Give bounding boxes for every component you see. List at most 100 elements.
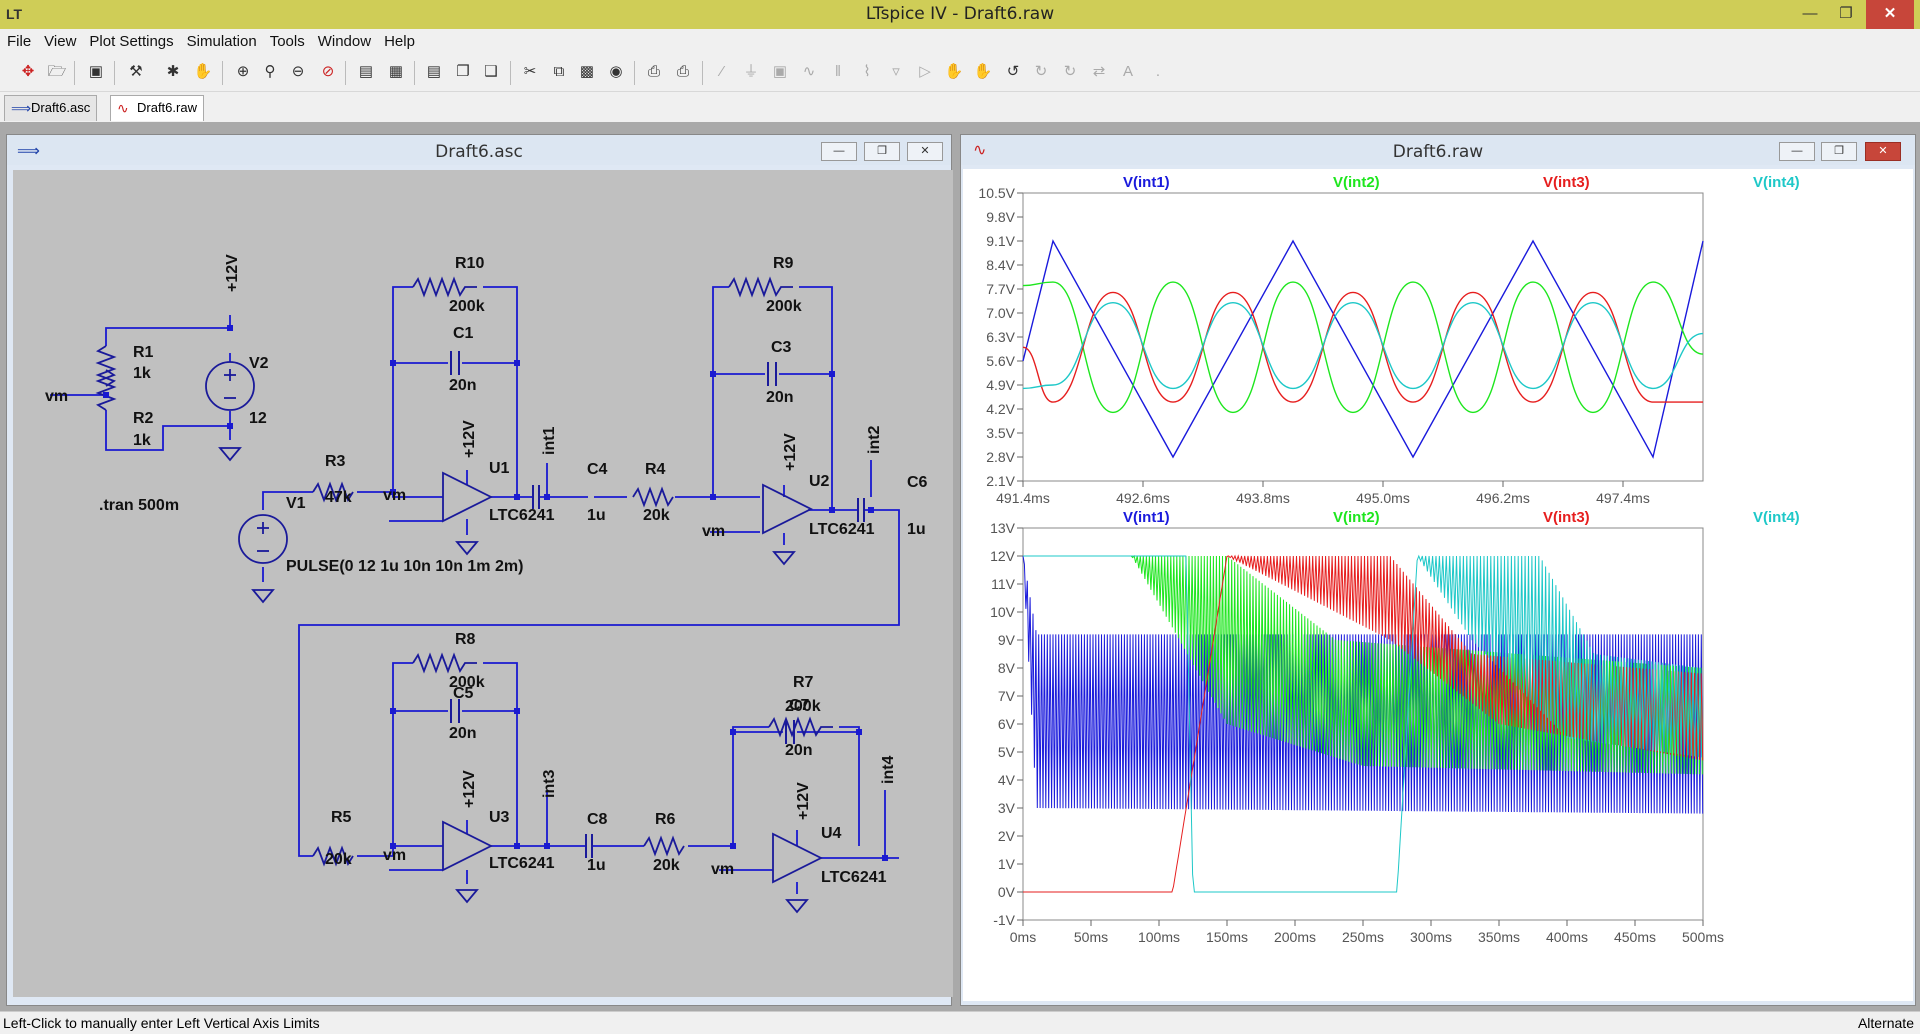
y-tick-label[interactable]: 8.4V (986, 257, 1015, 273)
menu-simulation[interactable]: Simulation (186, 33, 257, 50)
maximize-icon[interactable]: ❐ (1839, 5, 1853, 22)
zoom-cancel-icon[interactable]: ⊘ (321, 63, 335, 80)
cascade-icon[interactable]: ❐ (456, 63, 470, 80)
x-tick-label[interactable]: 200ms (1274, 929, 1316, 945)
y-tick-label[interactable]: 7.0V (986, 305, 1015, 321)
y-tick-label[interactable]: 2V (998, 828, 1016, 844)
pan-hand-icon[interactable]: ✋ (193, 63, 213, 80)
y-tick-label[interactable]: 1V (998, 856, 1016, 872)
draw-wire-icon[interactable]: ⁄ (720, 63, 724, 80)
label-net-icon[interactable]: ▣ (772, 63, 788, 80)
redo-icon[interactable]: ↻ (1034, 63, 1048, 80)
y-tick-label[interactable]: 7V (998, 688, 1016, 704)
x-tick-label[interactable]: 491.4ms (996, 490, 1050, 506)
control-panel-hammer-icon[interactable]: ⚒ (129, 63, 143, 80)
restore-icon[interactable]: ❐ (1821, 142, 1857, 161)
x-tick-label[interactable]: 150ms (1206, 929, 1248, 945)
menu-help[interactable]: Help (384, 33, 415, 50)
legend-trace[interactable]: V(int2) (1333, 174, 1380, 191)
rotate-icon[interactable]: ↻ (1063, 63, 1077, 80)
y-tick-label[interactable]: -1V (993, 912, 1015, 928)
trace-V(int3)[interactable] (1023, 554, 1704, 893)
legend-trace[interactable]: V(int1) (1123, 509, 1170, 526)
y-tick-label[interactable]: 6V (998, 716, 1016, 732)
ground-icon[interactable]: ⏚ (743, 63, 759, 80)
x-tick-label[interactable]: 493.8ms (1236, 490, 1290, 506)
trace-V(int4)[interactable] (1022, 301, 1704, 390)
plot-canvas[interactable]: V(int1) V(int2) V(int3) V(int4) 10.5V 9.8V 9.1… (963, 169, 1913, 1001)
diode-icon[interactable]: ▿ (892, 63, 900, 80)
x-tick-label[interactable]: 492.6ms (1116, 490, 1170, 506)
legend-trace[interactable]: V(int3) (1543, 174, 1590, 191)
y-tick-label[interactable]: 4.9V (986, 377, 1015, 393)
legend-trace[interactable]: V(int4) (1753, 509, 1800, 526)
y-tick-label[interactable]: 0V (998, 884, 1016, 900)
capacitor-icon[interactable]: ‖ (834, 63, 842, 80)
x-tick-label[interactable]: 100ms (1138, 929, 1180, 945)
y-tick-label[interactable]: 3.5V (986, 425, 1015, 441)
legend-trace[interactable]: V(int1) (1123, 174, 1170, 191)
open-folder-icon[interactable]: 🗁 (47, 63, 67, 80)
spice-directive-icon[interactable]: . (1155, 63, 1161, 80)
menu-tools[interactable]: Tools (269, 33, 305, 50)
menu-plot-settings[interactable]: Plot Settings (89, 33, 174, 50)
y-tick-label[interactable]: 9.8V (986, 209, 1015, 225)
y-tick-label[interactable]: 11V (991, 576, 1016, 592)
close-icon[interactable]: ✕ (907, 142, 943, 161)
undo-icon[interactable]: ↺ (1006, 63, 1020, 80)
schematic-canvas[interactable]: +12V R1 1k R2 1k vm V2 12 .tran 500m V1 … (13, 170, 953, 997)
y-tick-label[interactable]: 7.7V (986, 281, 1015, 297)
x-tick-label[interactable]: 0ms (1010, 929, 1036, 945)
zoom-extents-icon[interactable]: ▦ (388, 63, 404, 80)
y-tick-label[interactable]: 9.1V (986, 233, 1015, 249)
menu-window[interactable]: Window (317, 33, 372, 50)
inductor-icon[interactable]: ⌇ (863, 63, 871, 80)
x-tick-label[interactable]: 400ms (1546, 929, 1588, 945)
tile-horizontal-icon[interactable]: ▤ (426, 63, 442, 80)
x-tick-label[interactable]: 495.0ms (1356, 490, 1410, 506)
autorange-icon[interactable]: ▤ (358, 63, 374, 80)
minimize-icon[interactable]: — (821, 142, 857, 161)
tab-draft6-asc[interactable]: ⟹Draft6.asc (4, 95, 98, 121)
legend-trace[interactable]: V(int4) (1753, 174, 1800, 191)
zoom-out-icon[interactable]: ⊖ (291, 63, 305, 80)
menu-view[interactable]: View (44, 33, 77, 50)
y-tick-label[interactable]: 13V (990, 520, 1016, 536)
tab-draft6-raw[interactable]: ∿Draft6.raw (110, 95, 204, 121)
close-icon[interactable]: ✕ (1866, 0, 1914, 29)
paste-icon[interactable]: ▩ (579, 63, 595, 80)
y-tick-label[interactable]: 6.3V (986, 329, 1015, 345)
save-icon[interactable]: ▣ (88, 63, 104, 80)
bottom-plot-pane[interactable]: V(int1)V(int2)V(int3)V(int4)13V12V11V10V… (990, 509, 1800, 945)
zoom-full-icon[interactable]: ⚲ (264, 63, 276, 80)
close-icon[interactable]: ✕ (1865, 142, 1901, 161)
run-icon[interactable]: ✱ (166, 63, 180, 80)
y-tick-label[interactable]: 10V (990, 604, 1016, 620)
drag-hand-icon[interactable]: ✋ (973, 63, 993, 80)
x-tick-label[interactable]: 497.4ms (1596, 490, 1650, 506)
tile-vertical-icon[interactable]: ❑ (484, 63, 498, 80)
zoom-in-icon[interactable]: ⊕ (236, 63, 250, 80)
top-plot-pane[interactable]: V(int1) V(int2) V(int3) V(int4) 10.5V 9.8V 9.1… (978, 174, 1799, 506)
cut-icon[interactable]: ✂ (523, 63, 537, 80)
resistor-icon[interactable]: ∿ (802, 63, 816, 80)
x-tick-label[interactable]: 350ms (1478, 929, 1520, 945)
y-tick-label[interactable]: 2.8V (986, 449, 1015, 465)
print-icon[interactable]: ⎙ (676, 63, 689, 80)
legend-trace[interactable]: V(int2) (1333, 509, 1380, 526)
y-tick-label[interactable]: 8V (998, 660, 1016, 676)
mirror-icon[interactable]: ⇄ (1092, 63, 1106, 80)
trace-V(int2)[interactable] (1022, 281, 1704, 414)
y-tick-label[interactable]: 2.1V (986, 473, 1015, 489)
minimize-icon[interactable]: — (1779, 142, 1815, 161)
y-tick-label[interactable]: 3V (998, 800, 1016, 816)
x-tick-label[interactable]: 500ms (1682, 929, 1724, 945)
print-setup-icon[interactable]: ⎙ (647, 63, 660, 80)
x-tick-label[interactable]: 496.2ms (1476, 490, 1530, 506)
y-tick-label[interactable]: 10.5V (978, 185, 1015, 201)
find-binoculars-icon[interactable]: ◉ (609, 63, 623, 80)
text-icon[interactable]: A (1122, 63, 1133, 80)
component-icon[interactable]: ▷ (919, 63, 931, 80)
x-tick-label[interactable]: 250ms (1342, 929, 1384, 945)
x-tick-label[interactable]: 50ms (1074, 929, 1108, 945)
